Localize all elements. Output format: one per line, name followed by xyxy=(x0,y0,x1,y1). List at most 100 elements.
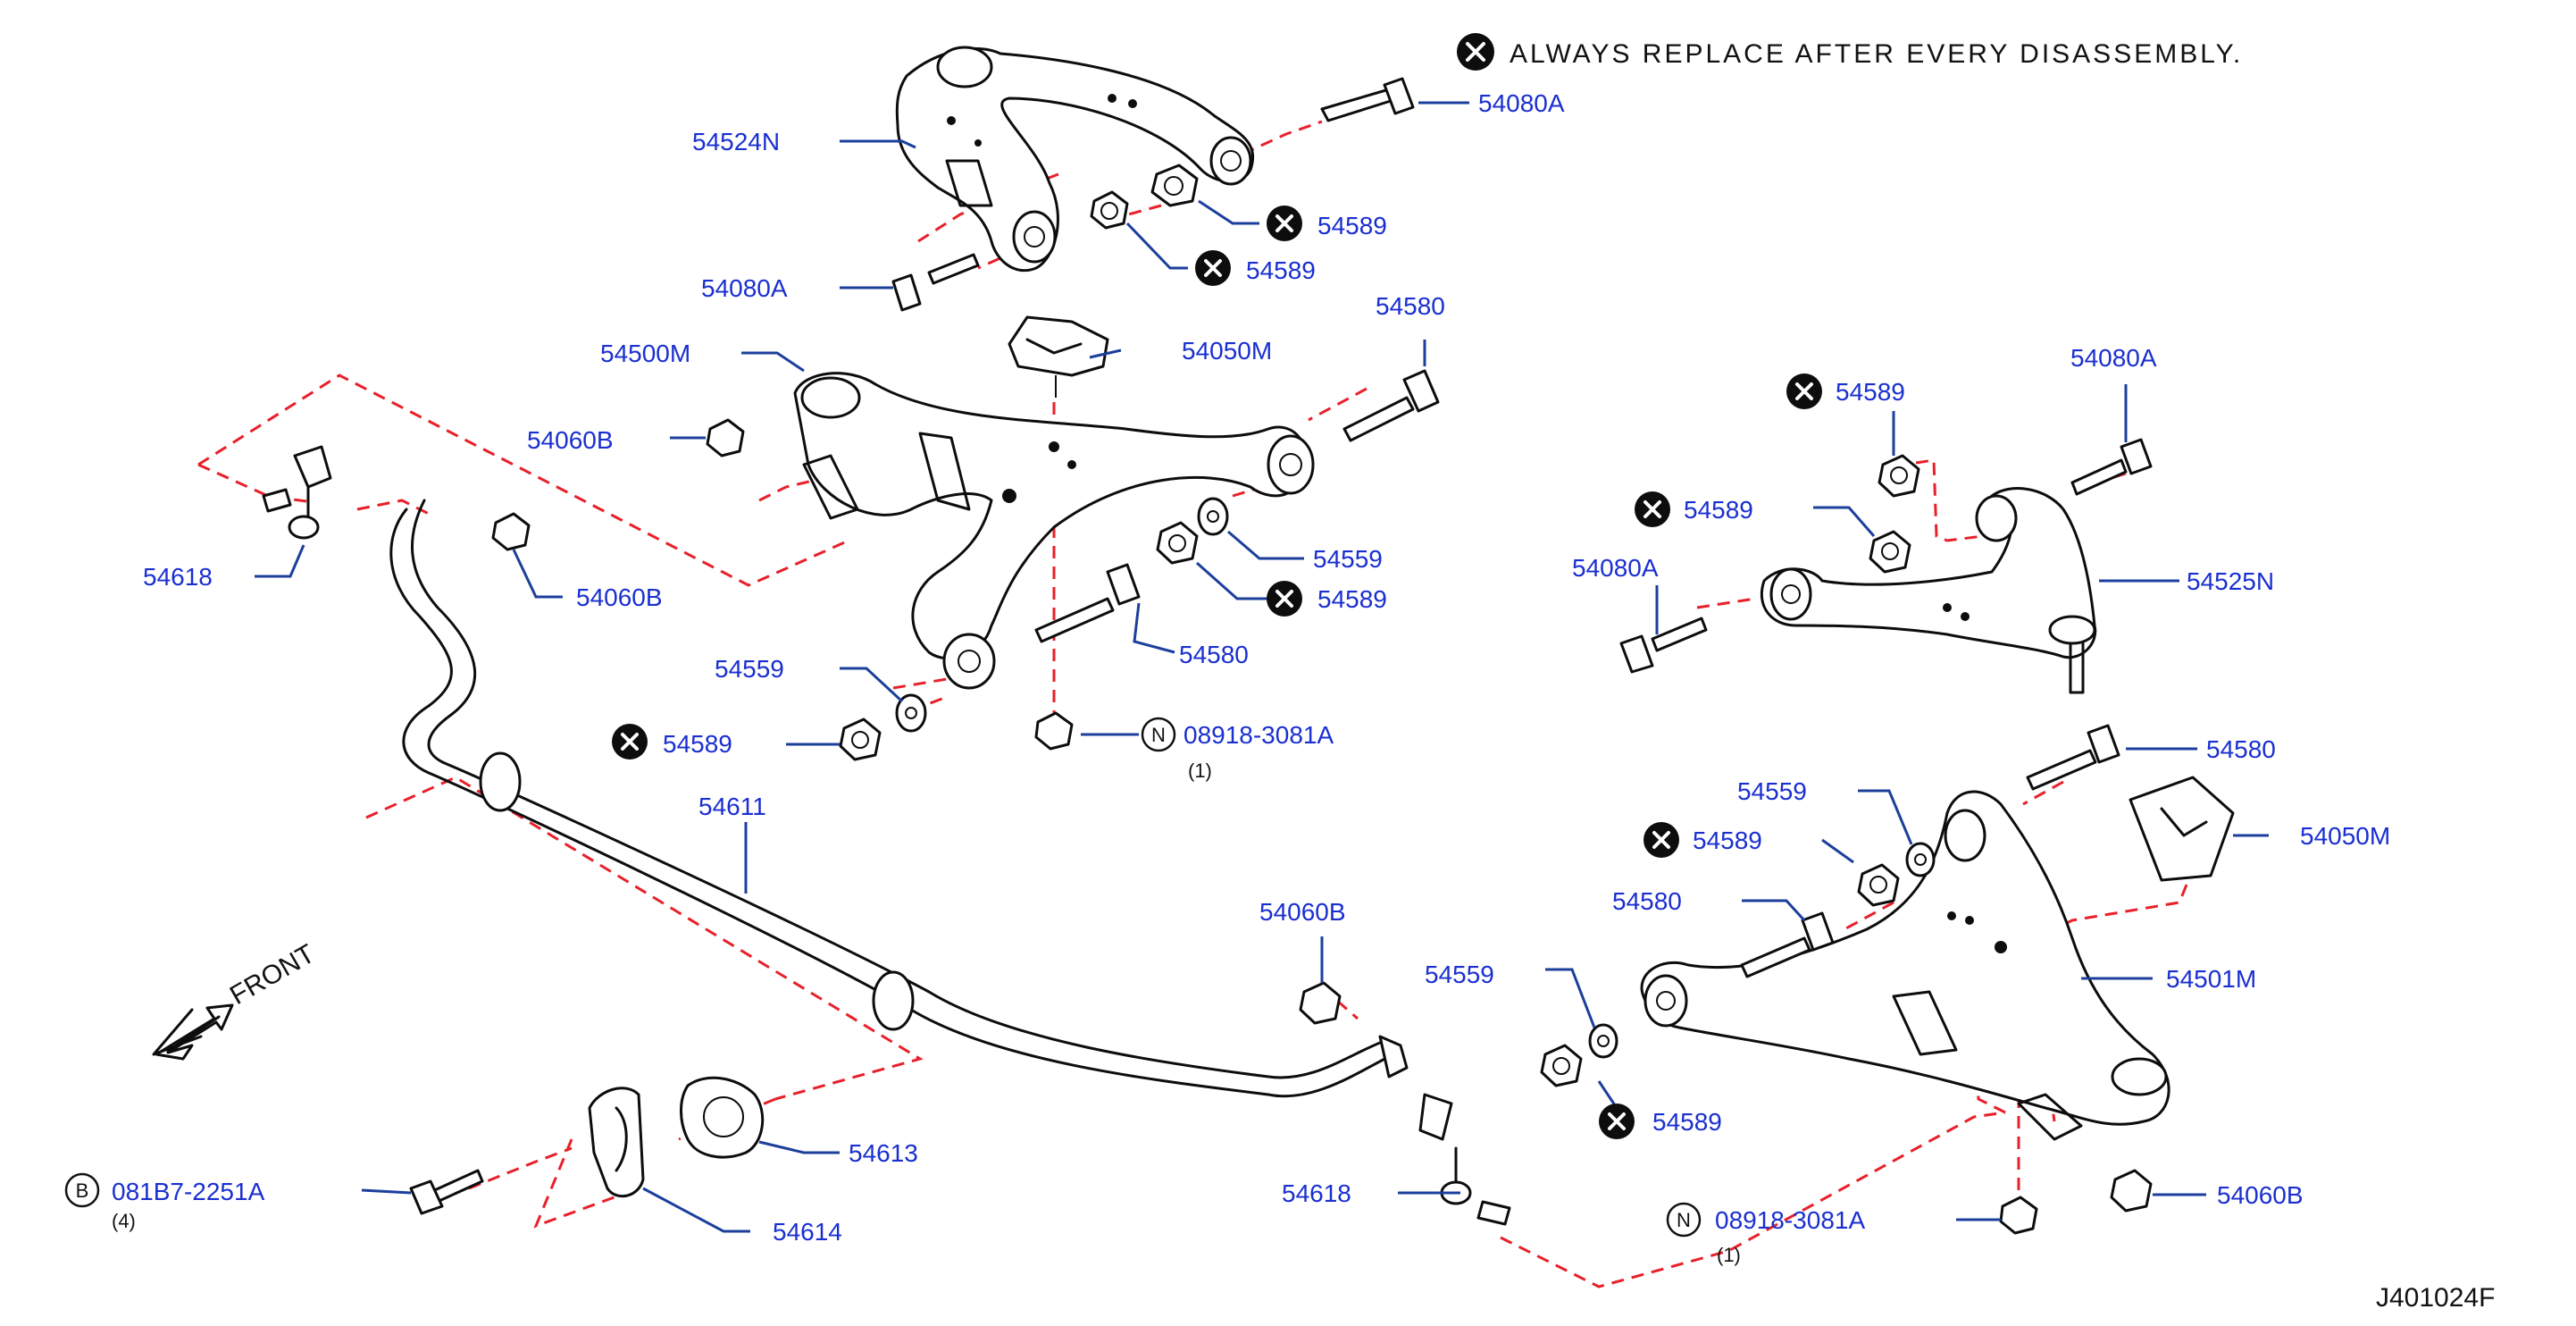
nut-54060B-left xyxy=(706,418,745,457)
nut-54589-r3 xyxy=(1857,863,1900,907)
replace-marker-icon xyxy=(612,724,648,760)
bolt-54080A-top-right xyxy=(1320,77,1415,122)
part-label-54580: 54580 xyxy=(1179,641,1249,668)
part-label-54589: 54589 xyxy=(1317,212,1387,239)
nut-54589-r4 xyxy=(1540,1044,1583,1087)
part-label-54559: 54559 xyxy=(1425,961,1494,988)
front-arrow-icon xyxy=(152,1003,234,1061)
part-qty: (1) xyxy=(1188,760,1212,782)
badge-b: B xyxy=(64,1172,100,1208)
part-label-54559: 54559 xyxy=(715,655,784,683)
part-label-54589: 54589 xyxy=(1652,1108,1722,1136)
part-label-54589: 54589 xyxy=(1836,378,1905,406)
bolt-54580-r xyxy=(2026,724,2120,791)
notice-text: ALWAYS REPLACE AFTER EVERY DISASSEMBLY. xyxy=(1510,39,2243,69)
bolt-54080A-top-left xyxy=(891,253,980,312)
stabilizer-link-54618-left xyxy=(262,445,332,540)
part-label-54613: 54613 xyxy=(849,1139,918,1167)
part-label-54589: 54589 xyxy=(1246,256,1316,284)
svg-text:N: N xyxy=(1677,1209,1691,1231)
part-label-54580: 54580 xyxy=(2206,735,2276,763)
bolt-54580-r2 xyxy=(1740,911,1835,978)
bolt-54580-mid xyxy=(1034,563,1141,643)
replace-marker-icon xyxy=(1643,822,1679,858)
bushing-54613 xyxy=(680,1076,765,1159)
part-label-54559: 54559 xyxy=(1313,545,1383,573)
stabilizer-bar-54611 xyxy=(389,499,1409,1098)
part-label-54501M: 54501M xyxy=(2166,965,2256,993)
svg-text:N: N xyxy=(1151,724,1166,746)
part-label-54050M: 54050M xyxy=(1182,337,1272,365)
lower-arm-54500M xyxy=(793,372,1315,690)
nut-54589-top-b xyxy=(1090,190,1129,230)
part-label-54060B: 54060B xyxy=(527,426,614,454)
nut-08918-left xyxy=(1034,711,1074,751)
part-labels: 54524N 54080A 54589 54589 54080A 54580 5… xyxy=(112,89,2390,1266)
part-label-54080A: 54080A xyxy=(701,274,788,302)
replace-marker-icon xyxy=(1635,491,1670,527)
nut-54589-top-a xyxy=(1150,164,1199,207)
part-label-54525N: 54525N xyxy=(2187,567,2274,595)
part-label-54589: 54589 xyxy=(663,730,732,758)
part-label-54618: 54618 xyxy=(1282,1179,1351,1207)
part-label-54080A: 54080A xyxy=(2070,344,2157,372)
badge-n-right: N xyxy=(1666,1202,1702,1238)
part-label-54050M: 54050M xyxy=(2300,822,2390,850)
nut-54589-mid-left xyxy=(839,718,882,761)
assembly-lines xyxy=(197,120,2188,1288)
part-label-54080A: 54080A xyxy=(1478,89,1565,117)
notice: ALWAYS REPLACE AFTER EVERY DISASSEMBLY. xyxy=(1457,33,2243,71)
lower-arm-54501M xyxy=(1640,790,2170,1141)
nut-54060B-r xyxy=(2110,1169,2153,1213)
part-qty: (1) xyxy=(1717,1244,1741,1266)
part-label-54618: 54618 xyxy=(143,563,213,591)
part-label-54500M: 54500M xyxy=(600,340,690,367)
part-qty: (4) xyxy=(112,1210,136,1232)
stabilizer-link-54618-right xyxy=(1418,1093,1511,1226)
nut-54589-r1 xyxy=(1878,454,1920,498)
badge-n-left: N xyxy=(1141,717,1176,752)
washer-54559-mid-right xyxy=(1197,497,1229,536)
nut-54060B-stab xyxy=(1299,981,1342,1025)
part-label-54580: 54580 xyxy=(1612,887,1682,915)
clamp-54614 xyxy=(588,1087,645,1198)
replace-marker-icon xyxy=(1786,373,1822,409)
nut-54060B-mid xyxy=(491,512,531,551)
part-label-54589: 54589 xyxy=(1684,496,1753,524)
part-label-54060B: 54060B xyxy=(1259,898,1346,926)
reference-code: J401024F xyxy=(2376,1283,2495,1313)
part-label-54524N: 54524N xyxy=(692,128,780,155)
nut-54589-mid-right xyxy=(1156,521,1199,565)
part-label-54559: 54559 xyxy=(1737,777,1807,805)
part-label-08918-3081A: 08918-3081A xyxy=(1183,721,1334,749)
replace-marker-icon xyxy=(1267,581,1302,617)
replace-marker-icon xyxy=(1599,1104,1635,1139)
svg-text:B: B xyxy=(76,1179,89,1202)
bump-stop-54050M-right xyxy=(2129,776,2235,882)
part-label-54580: 54580 xyxy=(1376,292,1445,320)
nut-08918-right xyxy=(1999,1196,2038,1235)
bolt-081B7-2251A xyxy=(409,1169,484,1215)
part-label-54611: 54611 xyxy=(698,793,766,820)
bolt-54080A-r-left xyxy=(1619,617,1708,674)
part-label-54589: 54589 xyxy=(1693,827,1762,854)
front-label: FRONT xyxy=(225,939,320,1011)
replace-marker-icon xyxy=(1267,206,1302,241)
part-label-54589: 54589 xyxy=(1317,585,1387,613)
replace-markers xyxy=(612,206,1822,1139)
part-label-54060B: 54060B xyxy=(576,583,663,611)
washer-54559-low xyxy=(1588,1023,1618,1059)
washer-54559-mid-left xyxy=(895,693,927,733)
replace-marker-icon xyxy=(1195,250,1231,286)
part-label-08918-3081A: 08918-3081A xyxy=(1715,1206,1865,1234)
washer-54559-r xyxy=(1905,842,1936,877)
bolt-54580-upper xyxy=(1342,369,1440,442)
nut-54589-r2 xyxy=(1869,530,1911,574)
part-label-54060B: 54060B xyxy=(2217,1181,2304,1209)
part-label-081B7-2251A: 081B7-2251A xyxy=(112,1178,265,1205)
bolt-54080A-r-top xyxy=(2070,438,2153,496)
part-label-54614: 54614 xyxy=(773,1218,842,1246)
leader-lines xyxy=(255,101,2269,1233)
upper-arm-54525N xyxy=(1760,487,2097,694)
